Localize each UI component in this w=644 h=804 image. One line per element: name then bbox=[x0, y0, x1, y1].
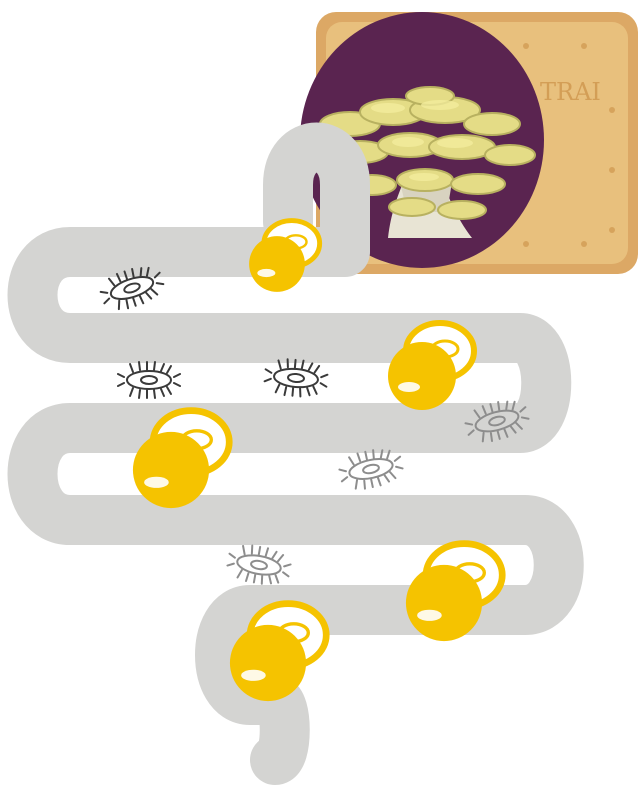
biscuit-stamp-text: TRAI bbox=[540, 78, 601, 106]
gut-microbe-icon bbox=[264, 357, 329, 398]
gut-microbe-icon bbox=[225, 542, 292, 588]
gut-microbe-icon bbox=[118, 362, 180, 398]
